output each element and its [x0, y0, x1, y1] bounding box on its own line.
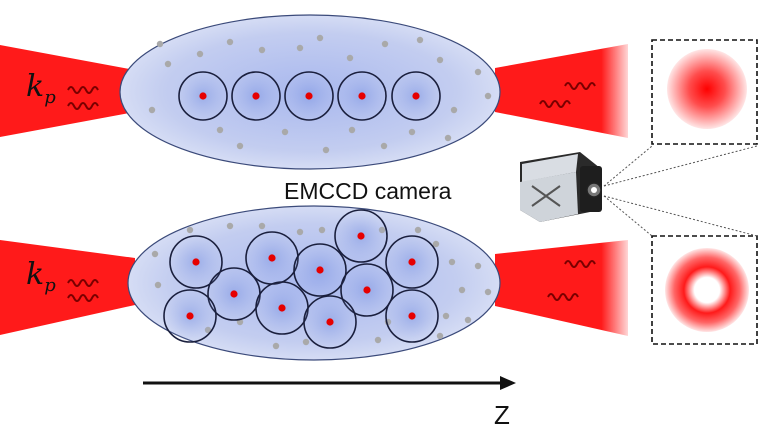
atom-bottom-9	[255, 281, 309, 335]
atom-bottom-8	[163, 289, 217, 343]
axis-label: Z	[494, 400, 510, 430]
z-axis-arrow	[143, 376, 516, 390]
detector-box-bottom	[651, 235, 758, 345]
atom-bottom-11	[385, 289, 439, 343]
camera-fov-lines	[603, 145, 758, 237]
atom-bottom-1	[334, 209, 388, 263]
bottom-panel	[0, 205, 758, 361]
beam-out-top	[495, 44, 628, 138]
atom-bottom-10	[303, 295, 357, 349]
atom-bottom-7	[340, 263, 394, 317]
wave-arrows-bottom-out	[547, 260, 596, 301]
atoms-cluster-bottom	[163, 209, 439, 349]
donut-profile-icon	[665, 248, 749, 332]
wave-arrows-bottom-in	[67, 279, 99, 302]
atom-bottom-2	[169, 235, 223, 289]
atoms-row-top	[178, 71, 441, 121]
gaussian-profile-icon	[667, 49, 747, 129]
detector-box-top	[651, 39, 758, 145]
wave-arrows-top-in	[67, 86, 99, 110]
atom-top-3	[284, 71, 334, 121]
top-panel	[0, 14, 758, 170]
beam-in-top	[0, 45, 135, 137]
atom-top-2	[231, 71, 281, 121]
scattered-atoms-top	[148, 34, 492, 154]
beam-out-bottom	[495, 240, 628, 336]
beam-label-bottom: kp	[26, 257, 56, 297]
atom-bottom-5	[385, 235, 439, 289]
beam-label-top: kp	[26, 69, 56, 109]
atom-top-4	[337, 71, 387, 121]
atom-bottom-4	[293, 243, 347, 297]
atom-top-5	[391, 71, 441, 121]
wave-arrows-top-out	[539, 82, 596, 108]
beam-in-bottom	[0, 240, 135, 335]
camera-icon	[520, 145, 758, 237]
atom-top-1	[178, 71, 228, 121]
camera-label: EMCCD camera	[284, 178, 452, 204]
